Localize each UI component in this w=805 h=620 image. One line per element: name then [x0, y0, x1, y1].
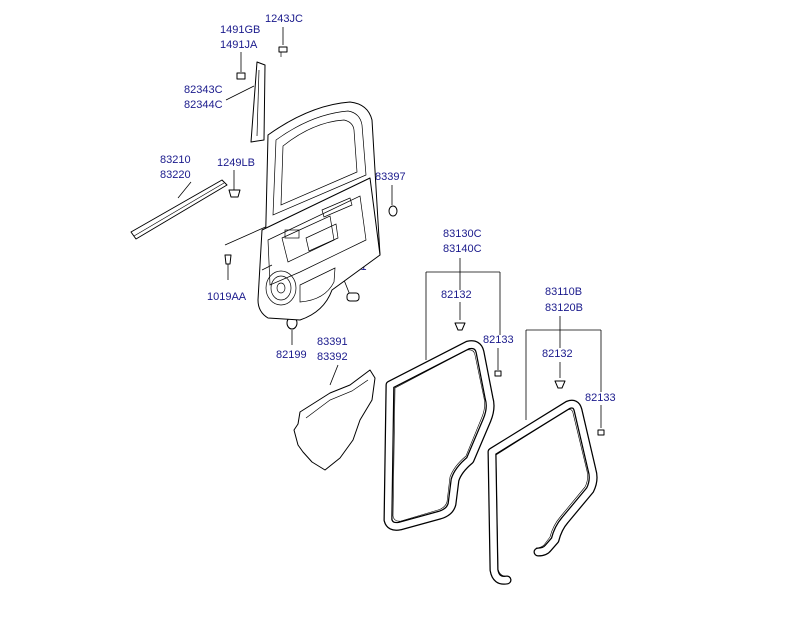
label-83120B: 83120B — [545, 302, 583, 314]
label-82133-a: 82133 — [483, 334, 514, 346]
label-83210: 83210 — [160, 154, 191, 166]
label-1243JC: 1243JC — [265, 13, 303, 25]
label-1019AA: 1019AA — [207, 291, 247, 303]
belt-moulding — [130, 179, 228, 240]
label-82132-b: 82132 — [542, 348, 573, 360]
label-82132-a: 82132 — [441, 289, 472, 301]
label-82133-b: 82133 — [585, 392, 616, 404]
label-83397: 83397 — [375, 171, 406, 183]
label-83110B: 83110B — [545, 286, 582, 298]
label-82199: 82199 — [276, 349, 307, 361]
weatherstrip-83130C — [383, 340, 495, 531]
label-83391: 83391 — [317, 336, 348, 348]
clip-82132-a — [454, 322, 466, 331]
fastener-1491GB — [236, 72, 246, 80]
label-1491GB: 1491GB — [220, 24, 260, 36]
clip-82132-b — [554, 380, 566, 389]
pillar-garnish — [250, 61, 266, 143]
cap-82191 — [346, 292, 360, 302]
weatherstrip-83110B — [487, 399, 598, 585]
fastener-1243JC — [278, 46, 288, 57]
rear-door — [257, 101, 381, 321]
label-82343C: 82343C — [184, 84, 223, 96]
clip-82133-b — [597, 429, 605, 436]
clip-1019AA — [224, 254, 232, 265]
label-83140C: 83140C — [443, 243, 482, 255]
plug-83397 — [388, 205, 398, 217]
clip-82133-a — [494, 370, 502, 377]
label-83392: 83392 — [317, 351, 348, 363]
label-83220: 83220 — [160, 169, 191, 181]
label-1249LB: 1249LB — [217, 157, 255, 169]
label-1491JA: 1491JA — [220, 39, 258, 51]
leader-lines — [177, 27, 602, 428]
clip-1249LB — [228, 189, 241, 198]
label-82344C: 82344C — [184, 99, 223, 111]
label-83130C: 83130C — [443, 228, 482, 240]
waterproof-film — [293, 369, 376, 471]
